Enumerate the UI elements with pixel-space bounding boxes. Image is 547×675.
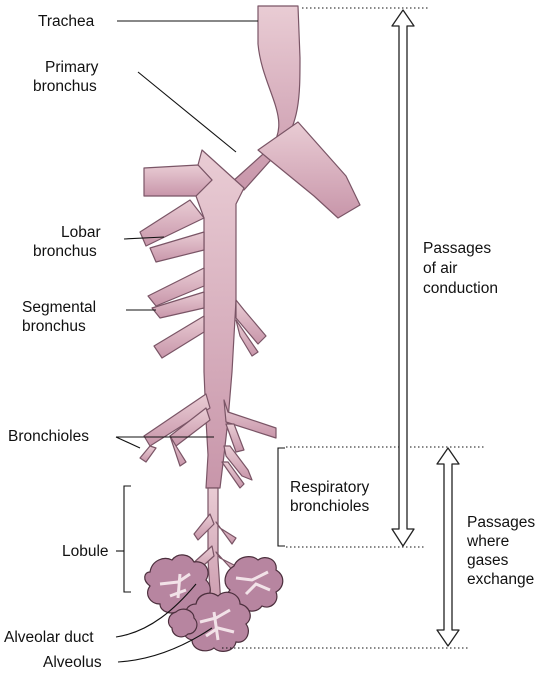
- respiratory-bronchioles-label: Respiratory bronchioles: [290, 479, 374, 515]
- lobule-bracket: [124, 486, 131, 592]
- trachea-label: Trachea: [38, 13, 95, 30]
- lobar-bronchus-line-2: bronchus: [33, 243, 97, 260]
- primary-bronchus-line-2: bronchus: [33, 78, 97, 95]
- airway-tree: [140, 6, 360, 620]
- lobar-bronchus-line-1: Lobar: [61, 224, 101, 241]
- segmental-bronchus-label: Segmental bronchus: [22, 299, 100, 335]
- respiratory-bronchioles-line-2: bronchioles: [290, 498, 370, 515]
- primary-bronchus-label: Primary bronchus: [33, 59, 103, 95]
- gas-exchange-line-3: gases: [467, 552, 509, 569]
- segmental-branch-3-shape: [154, 316, 204, 358]
- segmental-bronchus-line-1: Segmental: [22, 299, 96, 316]
- alveolar-duct-label: Alveolar duct: [4, 629, 94, 646]
- range-arrows: [392, 10, 459, 646]
- gas-exchange-label: Passages where gases exchange: [466, 514, 539, 588]
- respiratory-bracket: [278, 448, 285, 546]
- air-conduction-line-2: of air: [423, 260, 457, 277]
- air-conduction-arrow: [392, 10, 414, 546]
- gas-exchange-line-2: where: [466, 533, 509, 550]
- respiratory-bronchioles-line-1: Respiratory: [290, 479, 369, 496]
- primary-bronchus-line-1: Primary: [45, 59, 99, 76]
- lobule-label: Lobule: [62, 543, 109, 560]
- air-conduction-label: Passages of air conduction: [423, 240, 498, 297]
- bronchioles-label: Bronchioles: [8, 428, 89, 445]
- primary-bronchus-leader: [138, 72, 236, 152]
- air-conduction-line-3: conduction: [423, 280, 498, 297]
- lobar-bronchus-label: Lobar bronchus: [33, 224, 105, 260]
- bronchiole-left-4-shape: [140, 446, 156, 462]
- alveolus-label: Alveolus: [43, 654, 102, 671]
- segmental-bronchus-line-2: bronchus: [22, 318, 86, 335]
- gas-exchange-line-1: Passages: [467, 514, 535, 531]
- gas-exchange-line-4: exchange: [467, 571, 534, 588]
- air-conduction-line-1: Passages: [423, 240, 491, 257]
- respiratory-branch-2-shape: [216, 522, 236, 544]
- gas-exchange-arrow: [437, 448, 459, 646]
- right-primary-bronchus-shape: [258, 122, 360, 218]
- bronchioles-leader-left: [116, 437, 140, 448]
- alveolar-sac-small: [169, 609, 197, 637]
